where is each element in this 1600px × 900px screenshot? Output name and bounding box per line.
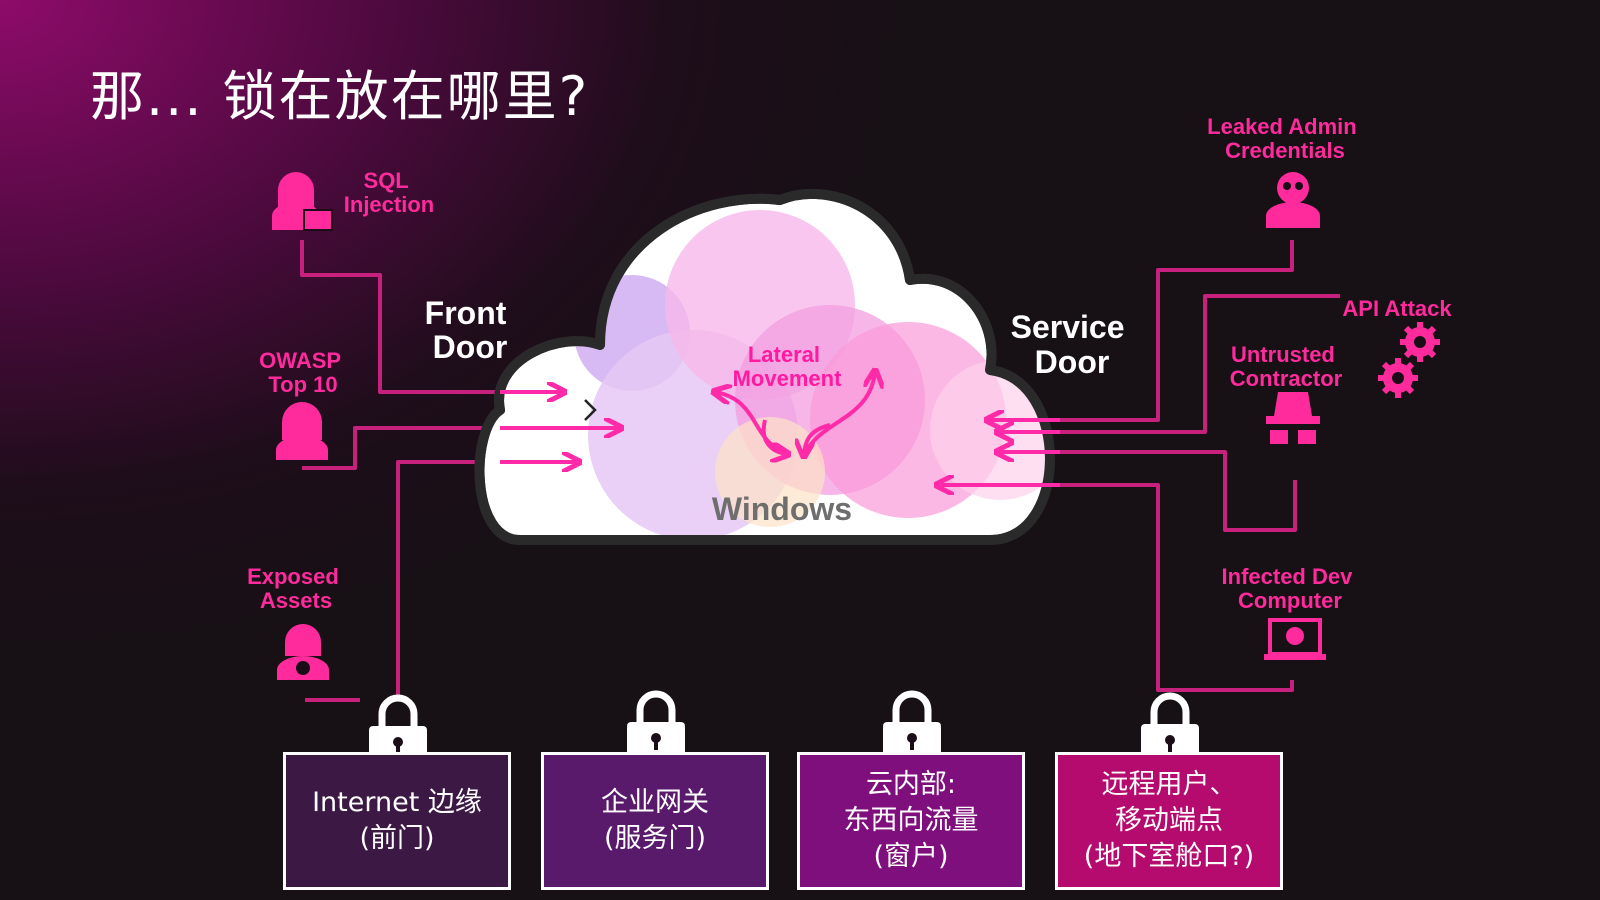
box-line: (服务门) — [603, 823, 707, 854]
infected-computer-icon — [1264, 618, 1326, 660]
skull-hacker-icon — [277, 624, 329, 680]
service-door-arrows — [938, 420, 1060, 485]
front-door-label: Front Door — [425, 295, 516, 365]
box-line: (地下室舱口?) — [1083, 841, 1255, 872]
box-line: (前门) — [359, 823, 435, 854]
exposed-assets-label: Exposed Assets — [247, 564, 345, 613]
lock-icon-2 — [627, 690, 685, 760]
hacker-laptop-icon — [272, 172, 333, 231]
front-door-arrows — [500, 392, 620, 462]
box-line: 移动端点 — [1115, 805, 1223, 836]
owasp-label: OWASP Top 10 — [259, 348, 347, 397]
box-line: Internet 边缘 — [312, 787, 482, 818]
box-line: (窗户) — [873, 841, 949, 872]
internet-edge-box: Internet 边缘 (前门) — [283, 752, 511, 890]
right-connectors — [1060, 240, 1340, 692]
remote-users-box: 远程用户、 移动端点 (地下室舱口?) — [1055, 752, 1283, 890]
enterprise-gateway-box: 企业网关 (服务门) — [541, 752, 769, 890]
box-line: 企业网关 — [601, 787, 709, 818]
chevron-right-icon — [584, 399, 597, 421]
hooded-user-icon — [276, 402, 328, 460]
leaked-admin-label: Leaked Admin Credentials — [1207, 114, 1363, 163]
untrusted-contractor-label: Untrusted Contractor — [1230, 342, 1343, 391]
cloud-internal-box: 云内部: 东西向流量 (窗户) — [797, 752, 1025, 890]
windows-label: Windows — [712, 491, 852, 527]
spy-contractor-icon — [1266, 392, 1320, 444]
admin-skull-icon — [1266, 172, 1320, 228]
box-line: 云内部: — [865, 769, 957, 800]
box-line: 东西向流量 — [843, 805, 979, 836]
page-title: 那... 锁在放在哪里? — [90, 65, 590, 128]
lateral-movement-label: Lateral Movement — [733, 342, 842, 391]
infected-dev-label: Infected Dev Computer — [1222, 564, 1359, 613]
left-connectors — [300, 240, 510, 702]
api-attack-label: API Attack — [1342, 296, 1452, 321]
gear-icon — [1378, 322, 1440, 398]
sql-injection-label: SQL Injection — [344, 168, 434, 217]
service-door-label: Service Door — [1011, 309, 1134, 380]
lateral-arrows — [715, 372, 875, 455]
lock-icon-3 — [883, 690, 941, 760]
box-line: 远程用户、 — [1101, 769, 1237, 800]
